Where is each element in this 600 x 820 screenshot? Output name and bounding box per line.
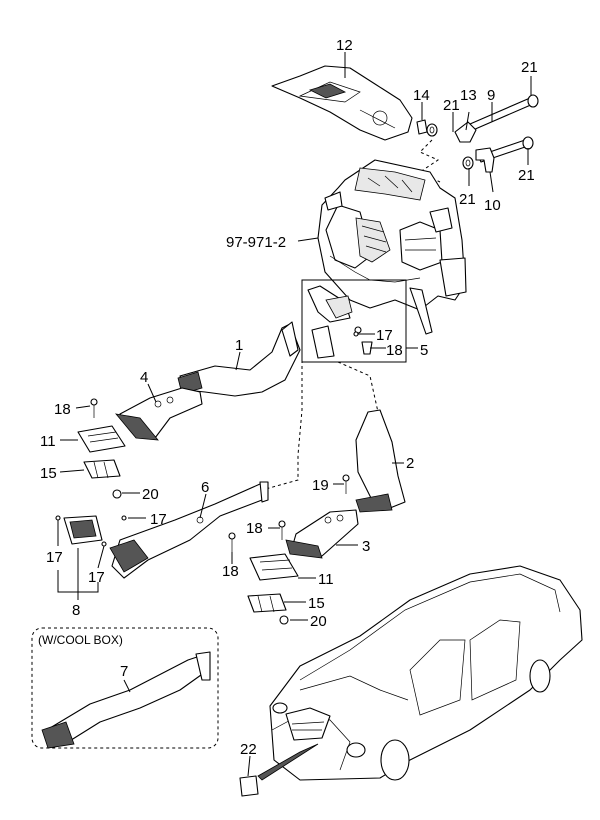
callout-8: 8 <box>72 602 80 619</box>
part-6-duct <box>109 481 269 579</box>
callout-22: 22 <box>240 741 257 758</box>
callout-19: 19 <box>312 477 329 494</box>
callout-11-a: 11 <box>40 433 56 450</box>
callout-2: 2 <box>406 455 414 472</box>
part-20-nut-left <box>112 489 122 499</box>
callout-18-c: 18 <box>246 520 263 537</box>
callout-18-a: 18 <box>386 342 403 359</box>
callout-97-971-2: 97-971-2 <box>226 234 286 251</box>
leader-lines <box>57 52 532 777</box>
callout-14: 14 <box>413 87 430 104</box>
cool-box-title: (W/COOL BOX) <box>38 633 123 647</box>
car-illustration <box>257 565 583 781</box>
callout-18-b: 18 <box>54 401 71 418</box>
callout-labels: 12 14 21 13 9 21 21 21 10 97-971-2 17 18… <box>38 37 538 758</box>
callout-21-c: 21 <box>459 191 476 208</box>
callout-7: 7 <box>120 663 128 680</box>
callout-17-c: 17 <box>46 549 63 566</box>
callout-6: 6 <box>201 479 209 496</box>
callout-21-b: 21 <box>521 59 538 76</box>
callout-15-b: 15 <box>308 595 325 612</box>
part-18-screw-low <box>228 532 236 552</box>
callout-12: 12 <box>336 37 353 54</box>
callout-17-a: 17 <box>376 327 393 344</box>
shaft-dash-leader <box>419 139 441 183</box>
callout-3: 3 <box>362 538 370 555</box>
callout-21-d: 21 <box>518 167 535 184</box>
part-3-duct <box>285 509 359 559</box>
part-15-bracket-left <box>83 459 121 479</box>
cool-box-frame <box>31 627 219 749</box>
callout-1: 1 <box>235 337 243 354</box>
hvac-unit <box>317 159 467 335</box>
callout-21-a: 21 <box>443 97 460 114</box>
part-11-grille-right <box>249 553 299 581</box>
part-15-bracket-right <box>247 593 287 613</box>
callout-5: 5 <box>420 342 428 359</box>
dash-leader-2 <box>337 361 379 413</box>
callout-11-b: 11 <box>318 571 334 588</box>
callout-17-d: 17 <box>88 569 105 586</box>
callout-15-a: 15 <box>40 465 57 482</box>
part-11-grille-left <box>77 425 126 453</box>
part-18-screw-left <box>90 398 98 418</box>
part-19-screw <box>342 474 350 494</box>
part-12-cover <box>271 65 413 141</box>
callout-9: 9 <box>487 87 495 104</box>
part-2-duct <box>355 409 406 513</box>
callout-20-b: 20 <box>310 613 327 630</box>
part-5-box <box>301 279 407 363</box>
callout-18-d: 18 <box>222 563 239 580</box>
callout-20-a: 20 <box>142 486 159 503</box>
part-4-duct <box>115 387 203 441</box>
callout-10: 10 <box>484 197 501 214</box>
callout-13: 13 <box>460 87 477 104</box>
part-18-screw-mid <box>278 520 286 540</box>
part-22-sensor <box>239 775 259 797</box>
dash-leader-6 <box>261 348 303 491</box>
callout-4: 4 <box>140 369 148 386</box>
part-8-vent <box>63 515 103 545</box>
callout-17-b: 17 <box>150 511 167 528</box>
part-14-clip <box>416 119 428 135</box>
part-1-duct <box>177 321 301 397</box>
part-7-duct <box>41 651 211 749</box>
part-9-shaft <box>426 94 539 143</box>
part-20-nut-right <box>279 615 289 625</box>
part-10-shaft <box>462 136 534 173</box>
